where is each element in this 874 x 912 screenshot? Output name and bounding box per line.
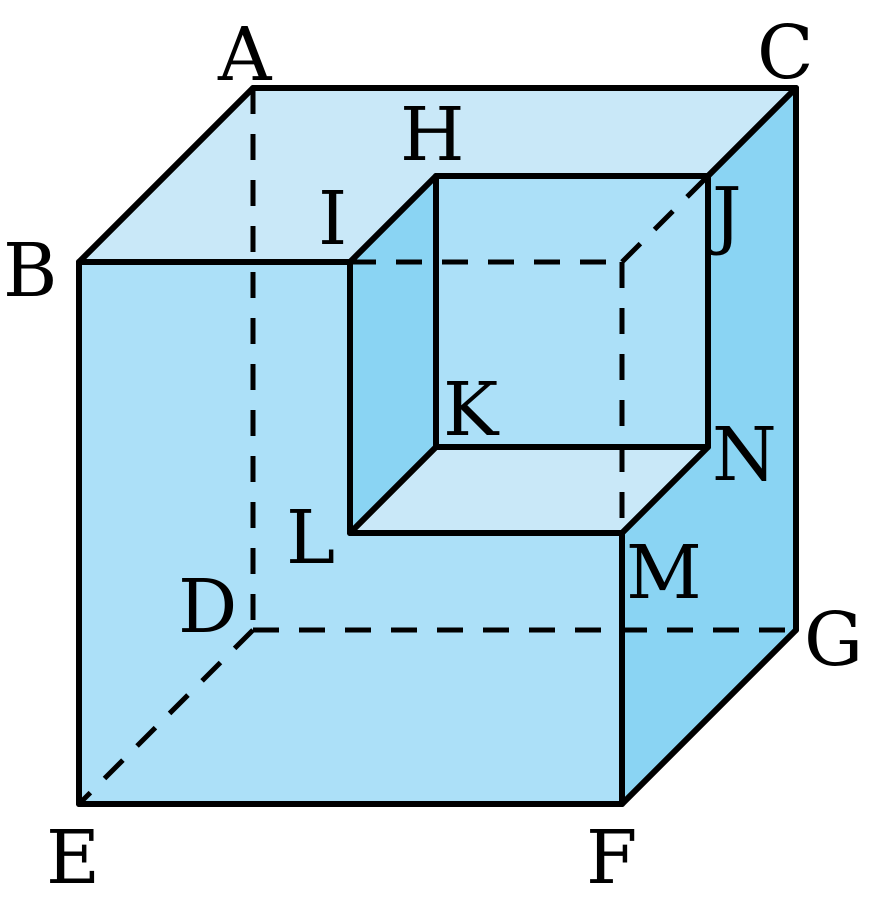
edge-C-to-J — [705, 85, 799, 179]
vertex-label-K: K — [443, 367, 500, 453]
vertex-label-C: C — [757, 10, 814, 96]
edge-AB — [76, 85, 256, 265]
vertex-label-B: B — [3, 228, 57, 314]
edge-MN — [619, 444, 711, 536]
vertex-label-M: M — [626, 530, 702, 616]
vertex-label-I: I — [318, 176, 347, 262]
vertex-label-D: D — [178, 564, 237, 650]
hidden-edge-front-to-J — [620, 174, 710, 264]
cutout-bottom-face — [350, 447, 708, 533]
vertex-label-N: N — [712, 412, 777, 498]
vertex-label-E: E — [46, 815, 100, 901]
edge-FG — [619, 627, 799, 807]
vertex-label-L: L — [286, 495, 335, 581]
hidden-edge-DE — [77, 628, 255, 806]
vertex-label-J: J — [705, 172, 742, 258]
edge-IH — [347, 173, 439, 265]
vertex-label-A: A — [217, 12, 273, 98]
edge-LK — [347, 444, 439, 536]
vertex-label-G: G — [804, 597, 863, 683]
vertex-label-F: F — [586, 815, 637, 901]
cutout-left-face — [350, 176, 436, 533]
vertex-label-H: H — [400, 92, 465, 178]
